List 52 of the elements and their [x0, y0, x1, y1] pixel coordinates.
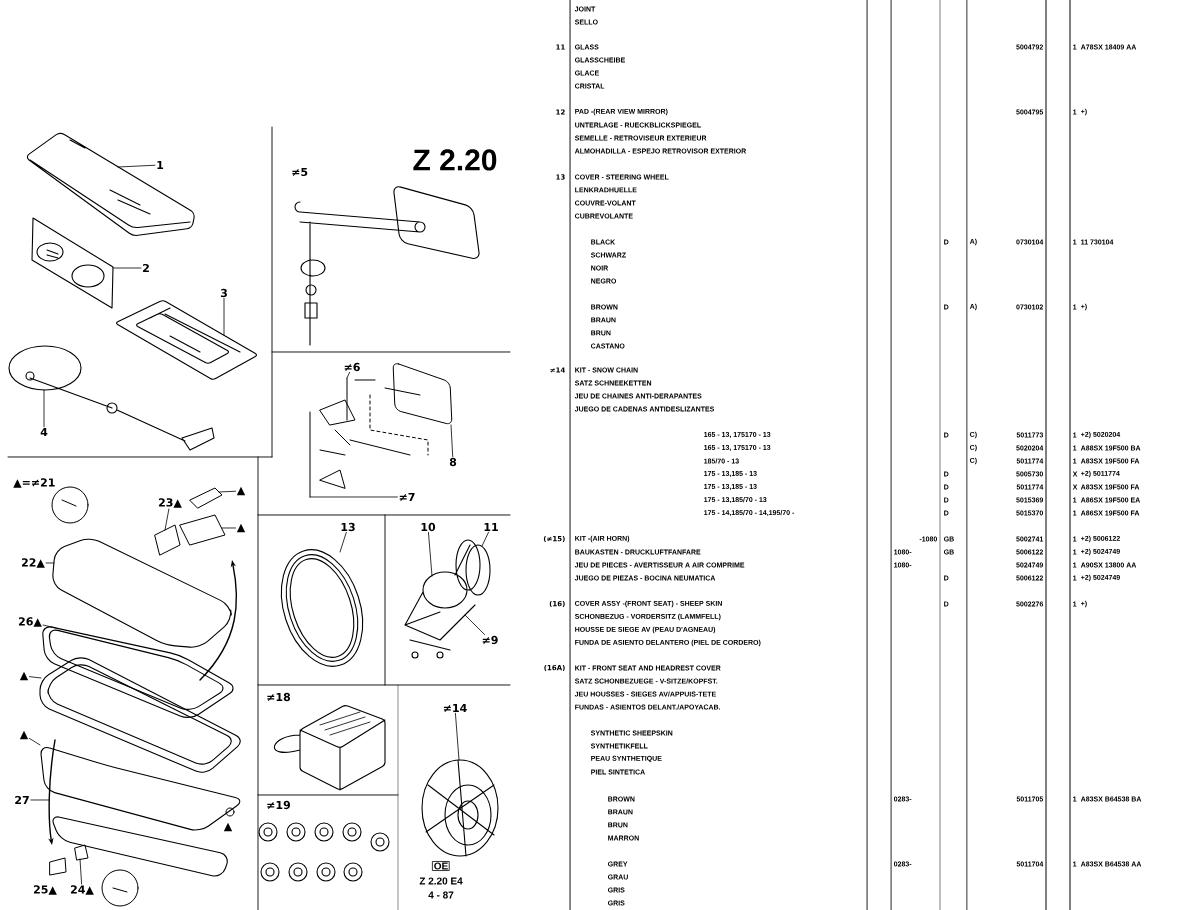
callout-number: ▲ — [236, 486, 246, 496]
leader-line — [223, 297, 225, 336]
leader-line — [309, 496, 398, 498]
leader-line — [455, 712, 460, 761]
callout-number: ≠14 — [443, 703, 467, 713]
leader-line — [29, 738, 41, 746]
callout-number: 25▲ — [34, 885, 57, 895]
leader-line — [79, 858, 83, 885]
callout-number: ▲ — [236, 523, 246, 533]
callout-number: 2 — [143, 263, 149, 273]
leader-line — [450, 424, 454, 458]
callout-number: ≠5 — [292, 167, 308, 177]
callout-number: 3 — [220, 288, 227, 298]
leader-line — [45, 562, 55, 564]
callout-number: ≠18 — [267, 692, 291, 702]
callout-number: ▲ — [19, 671, 29, 681]
callout-number: 13 — [341, 522, 355, 532]
leader-line — [30, 799, 50, 801]
lamp-plate-drawing — [31, 217, 114, 309]
leader-line — [346, 371, 350, 379]
callout-number: 11 — [484, 523, 498, 531]
leader-line — [112, 267, 142, 269]
leader-line — [29, 676, 42, 679]
snow-chain-drawing — [421, 759, 499, 857]
callout-number: ≠9 — [482, 635, 498, 645]
leader-line — [218, 490, 236, 493]
callout-number: 22▲ — [22, 558, 45, 568]
callout-number: 8 — [449, 457, 457, 467]
drawing-code: 4 - 87 — [428, 891, 454, 899]
leader-line — [464, 614, 486, 636]
decal-sheet-drawing — [116, 300, 258, 380]
leader-line — [43, 389, 45, 428]
leader-line — [428, 531, 433, 577]
leader-line — [339, 531, 347, 553]
leader-line — [164, 508, 170, 531]
mirror-arm-drawing — [8, 345, 215, 451]
leader-line — [221, 527, 236, 529]
leader-line — [42, 624, 57, 629]
callout-number: 10 — [421, 522, 436, 532]
leader-line — [117, 164, 156, 168]
leader-line — [481, 531, 489, 547]
callout-number: ▲=≠21 — [13, 478, 55, 488]
callout-number: ≠19 — [267, 800, 291, 810]
callout-number: ▲ — [19, 730, 29, 740]
callout-number: ▲ — [223, 822, 233, 832]
figure-number: Z 2.20 — [413, 149, 497, 171]
seal-ring-drawing — [280, 549, 364, 667]
callout-number: 26▲ — [19, 617, 42, 627]
callout-number: ≠7 — [399, 492, 415, 502]
drawing-code: Z 2.20 E4 — [419, 877, 463, 885]
callout-number: 27 — [15, 795, 29, 805]
mirror-pad-drawing — [26, 133, 195, 236]
